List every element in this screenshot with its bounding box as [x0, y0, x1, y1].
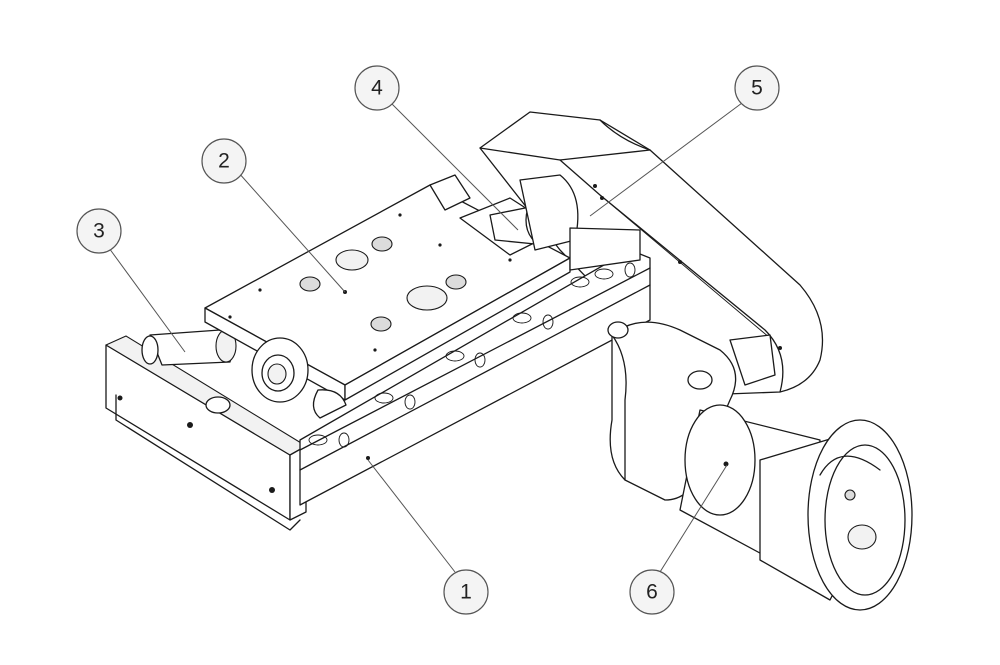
- callout-4: 4: [354, 65, 519, 231]
- callout-3-label: 3: [93, 220, 105, 243]
- callout-4-label: 4: [371, 77, 383, 100]
- callout-6: 6: [629, 464, 728, 615]
- callout-5-label: 5: [751, 77, 763, 100]
- screw-shaft: [489, 174, 641, 271]
- guide-rod: [141, 329, 237, 414]
- motor: [607, 321, 913, 611]
- callout-1: 1: [367, 459, 489, 615]
- end-bearing: [251, 337, 347, 419]
- callout-2: 2: [201, 138, 346, 293]
- callout-3: 3: [76, 208, 186, 353]
- callout-2-label: 2: [218, 150, 230, 173]
- callout-6-label: 6: [646, 581, 658, 604]
- callout-5: 5: [589, 65, 780, 217]
- callout-1-label: 1: [460, 581, 472, 604]
- base-rail: [105, 249, 651, 531]
